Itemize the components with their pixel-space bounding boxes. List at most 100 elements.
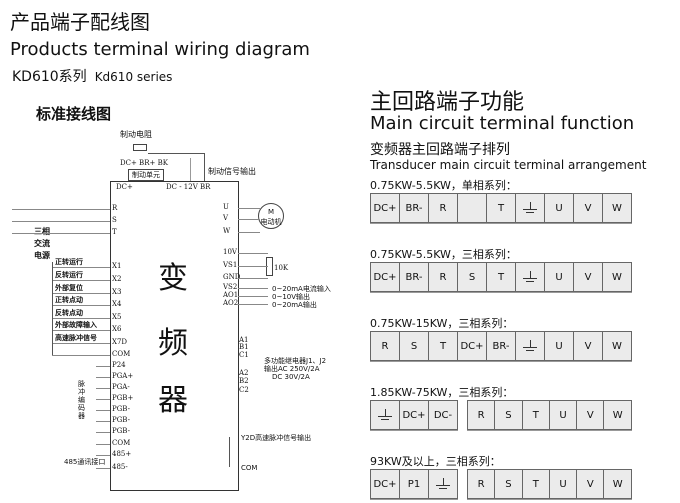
terminal-cell: DC+ [371,263,400,291]
right-terminal-vs2: VS2 [223,283,238,291]
wire [52,318,110,319]
ground-icon [523,340,537,352]
left-terminal-pgaminus: PGA- [112,383,130,391]
power-label-1: 三相 [34,227,50,236]
input-function-label: 外部故障输入 [55,321,97,329]
wire [52,343,110,344]
terminal-cell: T [487,263,516,291]
terminal-cell: T [522,470,550,498]
right-terminal-c1: C1 [239,351,249,359]
wire [12,233,110,234]
wire [96,468,110,469]
terminal-cell: V [577,470,605,498]
inverter-char-2: 频 [158,326,188,361]
terminals-title-en: Main circuit terminal function [370,113,635,134]
terminal-cell: P1 [400,470,429,498]
left-terminal-p24: P24 [112,361,126,369]
series: KD610系列 Kd610 series [12,66,172,86]
terminal-cell: V [574,194,603,222]
brake-top-labels: DC+ BR+ BK [120,159,168,167]
left-terminal-pgaplus: PGA+ [112,372,134,380]
left-terminal-pgbminus: PGB- [112,416,130,424]
right-terminal-a2: A2 [239,369,249,377]
terminal-row-label: 93KW及以上，三相系列： [370,455,501,468]
terminal-cell: T [429,332,458,360]
wire [190,158,191,181]
terminal-cell: S [458,263,487,291]
terminal-cell: BR- [400,194,429,222]
terminal-cell: V [574,263,603,291]
terminal-cell: R [429,194,458,222]
wire [148,153,204,154]
left-terminal-485minus: 485- [112,463,128,471]
left-terminal-pgbminus: PGB- [112,405,130,413]
wire [52,267,110,268]
terminals-title-cn: 主回路端子功能 [370,90,525,115]
right-terminal-vs1: VS1 [223,261,238,269]
pot-label: 10K [274,264,289,272]
wire [96,366,110,367]
terminal-cell [516,194,545,222]
terminal-cell [458,194,487,222]
left-terminal-pgbminus: PGB- [112,427,130,435]
series-en: Kd610 series [94,70,173,84]
relay-desc-1: 多功能继电器J1、J2 [264,357,327,365]
terminal-strip: DC+P1 [370,469,458,499]
ground-icon [523,202,537,214]
rs485-label: 485通讯接口 [64,458,106,466]
terminal-cell: W [603,263,631,291]
ground-icon [436,478,450,490]
terminal-cell: V [577,401,605,429]
terminal-cell: W [603,332,631,360]
terminal-cell: S [400,332,429,360]
wire [52,305,110,306]
wire [238,232,260,233]
input-function-label: 正转运行 [55,258,83,266]
right-terminal-w: W [223,227,231,235]
terminal-cell [429,470,457,498]
wire [52,355,110,356]
brake-unit-label: 制动单元 [128,169,164,181]
input-function-label: 正转点动 [55,296,83,304]
wire [238,219,260,220]
wire [96,444,110,445]
wire [238,266,268,267]
left-terminal-x5: X5 [112,313,122,321]
terminal-cell: DC+ [458,332,487,360]
terminal-cell: R [468,401,496,429]
right-terminal-10v: 10V [223,248,237,256]
left-terminal-s: S [112,216,117,224]
left-terminal-r: R [112,204,118,212]
wire [96,410,110,411]
left-terminal-com: COM [112,350,131,358]
motor-label-m: M [267,208,275,216]
wire [96,377,110,378]
analog-out-2: 0~10V输出 [272,293,311,301]
right-terminal-v: V [223,214,229,222]
brake-resistor-label: 制动电阻 [120,130,152,139]
terminal-cell: R [468,470,496,498]
terminals-sub-cn: 变频器主回路端子排列 [370,142,510,158]
terminal-cell: BR- [400,263,429,291]
terminal-cell [371,401,400,429]
wire [12,209,110,210]
terminal-cell: DC+ [371,194,400,222]
wire [238,304,268,305]
series-cn: KD610系列 [12,69,87,85]
power-label: 三相 交流 电源 [34,226,54,262]
terminal-strip: DC+DC- [370,400,458,430]
terminal-cell [516,332,545,360]
terminal-cell: DC+ [400,401,429,429]
input-function-label: 高速脉冲信号 [55,334,97,342]
terminal-cell: V [574,332,603,360]
terminal-cell: U [545,332,574,360]
terminal-cell [516,263,545,291]
top-terminal-dc-plus: DC+ [116,183,133,191]
input-function-label: 外部复位 [55,284,83,292]
left-terminal-x6: X6 [112,325,122,333]
